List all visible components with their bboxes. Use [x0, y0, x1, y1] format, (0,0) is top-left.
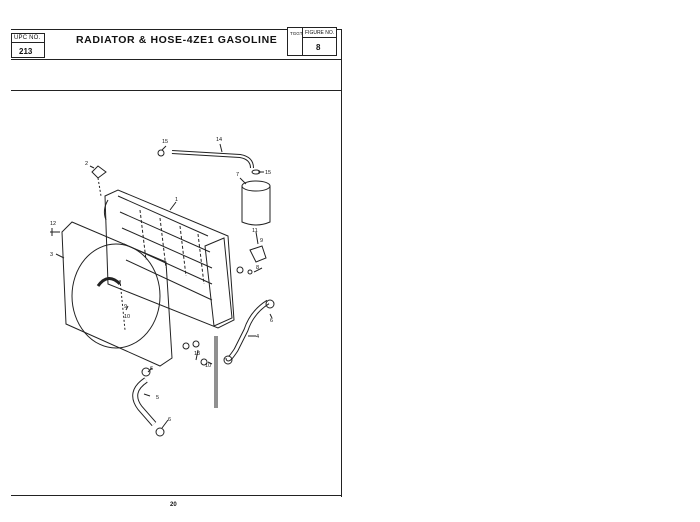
callout-label: 8	[256, 265, 259, 271]
callout-label: 7	[236, 172, 239, 178]
hose-clamp-top-left	[157, 149, 165, 157]
radiator-frame	[104, 189, 235, 329]
page-number: 20	[170, 502, 177, 508]
upc-label: UPC NO.	[14, 35, 41, 41]
lower-hose-5-clamp-bottom	[155, 427, 165, 437]
radiator-cap	[91, 165, 107, 179]
callout-label: 4	[256, 334, 259, 340]
callout-label: 15	[265, 170, 271, 176]
callout-label: 6	[168, 417, 171, 423]
fan-shroud	[61, 221, 173, 367]
figure-code: TGGT	[290, 31, 303, 36]
lower-hose-5-clamp-top	[141, 367, 151, 377]
callout-label: 10	[124, 314, 130, 320]
upc-number: 213	[19, 47, 33, 56]
figure-divider-h	[302, 37, 337, 38]
callout-label: 1	[175, 197, 178, 203]
callout-label: 14	[216, 137, 222, 143]
callout-label: 6	[150, 366, 153, 372]
reserve-tank	[241, 186, 271, 226]
page-title: RADIATOR & HOSE-4ZE1 GASOLINE	[76, 34, 278, 46]
figure-label: FIGURE NO.	[305, 30, 335, 36]
figure-number: 8	[316, 43, 321, 52]
page-bottom-rule	[11, 495, 342, 496]
callout-label: 15	[162, 139, 168, 145]
callout-label: 5	[156, 395, 159, 401]
upc-box	[11, 33, 45, 58]
page-right-border	[341, 29, 342, 497]
callout-label: 13	[194, 351, 200, 357]
callout-label: 12	[50, 221, 56, 227]
upc-divider	[11, 42, 45, 43]
section-rule	[11, 90, 342, 91]
figure-divider-v	[302, 27, 303, 56]
header-top-rule	[11, 29, 342, 30]
callout-label: 9	[260, 238, 263, 244]
lower-hose-clamp	[265, 299, 275, 309]
reserve-tank-top	[241, 180, 271, 192]
figure-box	[287, 27, 337, 56]
callout-labels: 15 14 2 1 7 15 12 3 11 9 8 6 4 9 10 13 1…	[50, 137, 273, 423]
header-bottom-rule	[11, 59, 342, 60]
fan-shroud-opening	[71, 243, 161, 349]
callout-label: 9	[124, 304, 127, 310]
callout-label: 11	[252, 228, 258, 234]
callout-label: 3	[50, 252, 53, 258]
bolt	[50, 228, 60, 236]
upper-hose-core	[171, 151, 253, 169]
callout-label: 10	[205, 363, 211, 369]
bracket	[249, 245, 267, 263]
callout-label: 6	[270, 318, 273, 324]
callout-label: 2	[85, 161, 88, 167]
